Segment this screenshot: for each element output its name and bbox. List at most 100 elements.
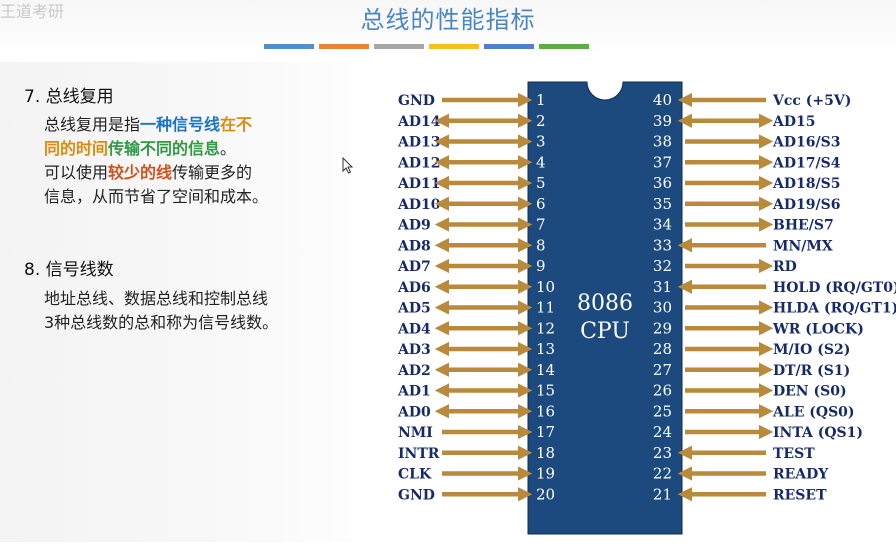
pin-number-left: 7	[536, 216, 546, 234]
highlight-one-signal-line: 一种信号线	[140, 115, 221, 134]
pin-number-right: 26	[653, 382, 672, 400]
pin-label-left: AD6	[397, 280, 431, 296]
pin-number-left: 19	[536, 465, 555, 483]
pin-label-right: HLDA (RQ/GT1)	[773, 301, 896, 317]
text-run: 总线复用是指	[44, 115, 141, 134]
pin-label-right: AD16/S3	[772, 135, 840, 151]
text-panel	[0, 62, 386, 542]
pin-number-right: 23	[653, 444, 672, 462]
pin-label-right: READY	[773, 467, 829, 483]
pin-label-left: AD10	[397, 197, 441, 213]
pin-label-right: BHE/S7	[773, 218, 834, 234]
section-7-body: 总线复用是指一种信号线在不 同的时间传输不同的信息。 可以使用较少的线传输更多的…	[44, 113, 374, 209]
pin-label-left: AD13	[397, 135, 441, 151]
pin-number-left: 2	[536, 112, 546, 130]
pin-label-right: AD17/S4	[772, 155, 841, 171]
pin-number-right: 37	[653, 153, 672, 171]
section-8-title: 8. 信号线数	[24, 260, 114, 280]
section-7-line-2: 同的时间传输不同的信息。	[44, 137, 374, 161]
text-run: 传输更多的	[172, 163, 253, 182]
pin-label-right: MN/MX	[773, 238, 833, 254]
pin-number-left: 20	[536, 485, 555, 503]
pin-number-right: 39	[653, 112, 672, 130]
highlight-fewer-lines: 较少的线	[108, 163, 173, 182]
section-8-line-1: 地址总线、数据总线和控制总线	[44, 289, 269, 308]
pin-number-left: 13	[536, 340, 555, 358]
pin-number-left: 5	[536, 174, 546, 192]
pin-label-right: AD19/S6	[772, 197, 840, 213]
color-bar-segment	[264, 44, 314, 49]
pin-number-left: 10	[536, 278, 555, 296]
pin-label-left: AD14	[397, 114, 441, 130]
pin-label-right: RD	[773, 259, 797, 275]
pin-label-right: INTA (QS1)	[773, 425, 863, 441]
pin-label-right: AD15	[772, 114, 816, 130]
section-8-body: 地址总线、数据总线和控制总线 3种总线数的总和称为信号线数。	[44, 287, 374, 335]
pin-label-left: CLK	[398, 467, 432, 483]
pin-number-left: 8	[536, 236, 546, 254]
pin-number-right: 35	[653, 195, 672, 213]
section-7-line-4: 信息，从而节省了空间和成本。	[44, 187, 269, 206]
pin-label-left: AD8	[397, 238, 431, 254]
slide-title: 总线的性能指标	[360, 6, 536, 34]
highlight-times: 同的时间	[44, 139, 109, 158]
chip-body	[527, 81, 683, 535]
pin-number-right: 36	[653, 174, 672, 192]
text-run: 可以使用	[44, 163, 109, 182]
chip-name-line-2: CPU	[580, 319, 630, 344]
pin-number-left: 4	[536, 153, 546, 171]
pin-label-left: AD1	[397, 384, 431, 400]
pin-number-right: 38	[653, 133, 672, 151]
section-8-line-2: 3种总线数的总和称为信号线数。	[44, 313, 279, 332]
pin-number-left: 15	[536, 382, 555, 400]
pin-label-right: DT/R (S1)	[773, 363, 850, 379]
pin-label-right: Vcc (+5V)	[772, 93, 851, 109]
pin-label-left: AD7	[397, 259, 431, 275]
pin-label-right: DEN (S0)	[773, 384, 847, 400]
watermark-text: 王道考研	[0, 2, 65, 21]
color-bar-segment	[319, 44, 369, 49]
pin-label-right: ALE (QS0)	[772, 404, 855, 420]
pin-label-left: INTR	[398, 446, 440, 462]
pin-number-right: 25	[653, 402, 672, 420]
pin-number-right: 31	[653, 278, 672, 296]
pin-label-left: NMI	[398, 425, 433, 441]
pin-number-left: 16	[536, 402, 555, 420]
pin-label-left: AD12	[397, 155, 441, 171]
pin-label-left: AD11	[397, 176, 441, 192]
pin-number-right: 24	[653, 423, 672, 441]
highlight-transmit-info: 传输不同的信息	[108, 139, 221, 158]
pin-number-left: 11	[536, 299, 555, 317]
pin-number-right: 27	[653, 361, 672, 379]
pin-number-left: 18	[536, 444, 555, 462]
pin-number-right: 21	[653, 485, 672, 503]
pin-label-right: WR (LOCK)	[772, 321, 864, 337]
pin-label-right: TEST	[773, 446, 815, 462]
color-bar-segment	[539, 44, 589, 49]
pin-label-left: AD5	[397, 301, 431, 317]
pin-number-right: 40	[653, 91, 672, 109]
pin-number-left: 3	[536, 133, 546, 151]
pin-number-left: 17	[536, 423, 555, 441]
pin-label-right: M/IO (S2)	[773, 342, 850, 358]
pin-number-right: 34	[653, 216, 672, 234]
pin-label-right: RESET	[773, 487, 827, 503]
pin-number-left: 1	[536, 91, 546, 109]
pin-label-right: AD18/S5	[772, 176, 840, 192]
pin-number-right: 29	[653, 319, 672, 337]
section-7-line-3: 可以使用较少的线传输更多的	[44, 161, 374, 185]
pin-label-left: AD4	[397, 321, 431, 337]
pin-label-left: AD9	[397, 218, 431, 234]
pin-label-right: HOLD (RQ/GT0)	[773, 280, 896, 296]
pin-label-left: AD2	[397, 363, 431, 379]
pin-number-right: 33	[653, 236, 672, 254]
pin-label-left: GND	[398, 93, 435, 109]
pin-number-left: 6	[536, 195, 546, 213]
pin-number-right: 22	[653, 465, 672, 483]
section-7-line-1: 总线复用是指一种信号线在不	[44, 113, 374, 137]
pin-label-left: GND	[398, 487, 435, 503]
